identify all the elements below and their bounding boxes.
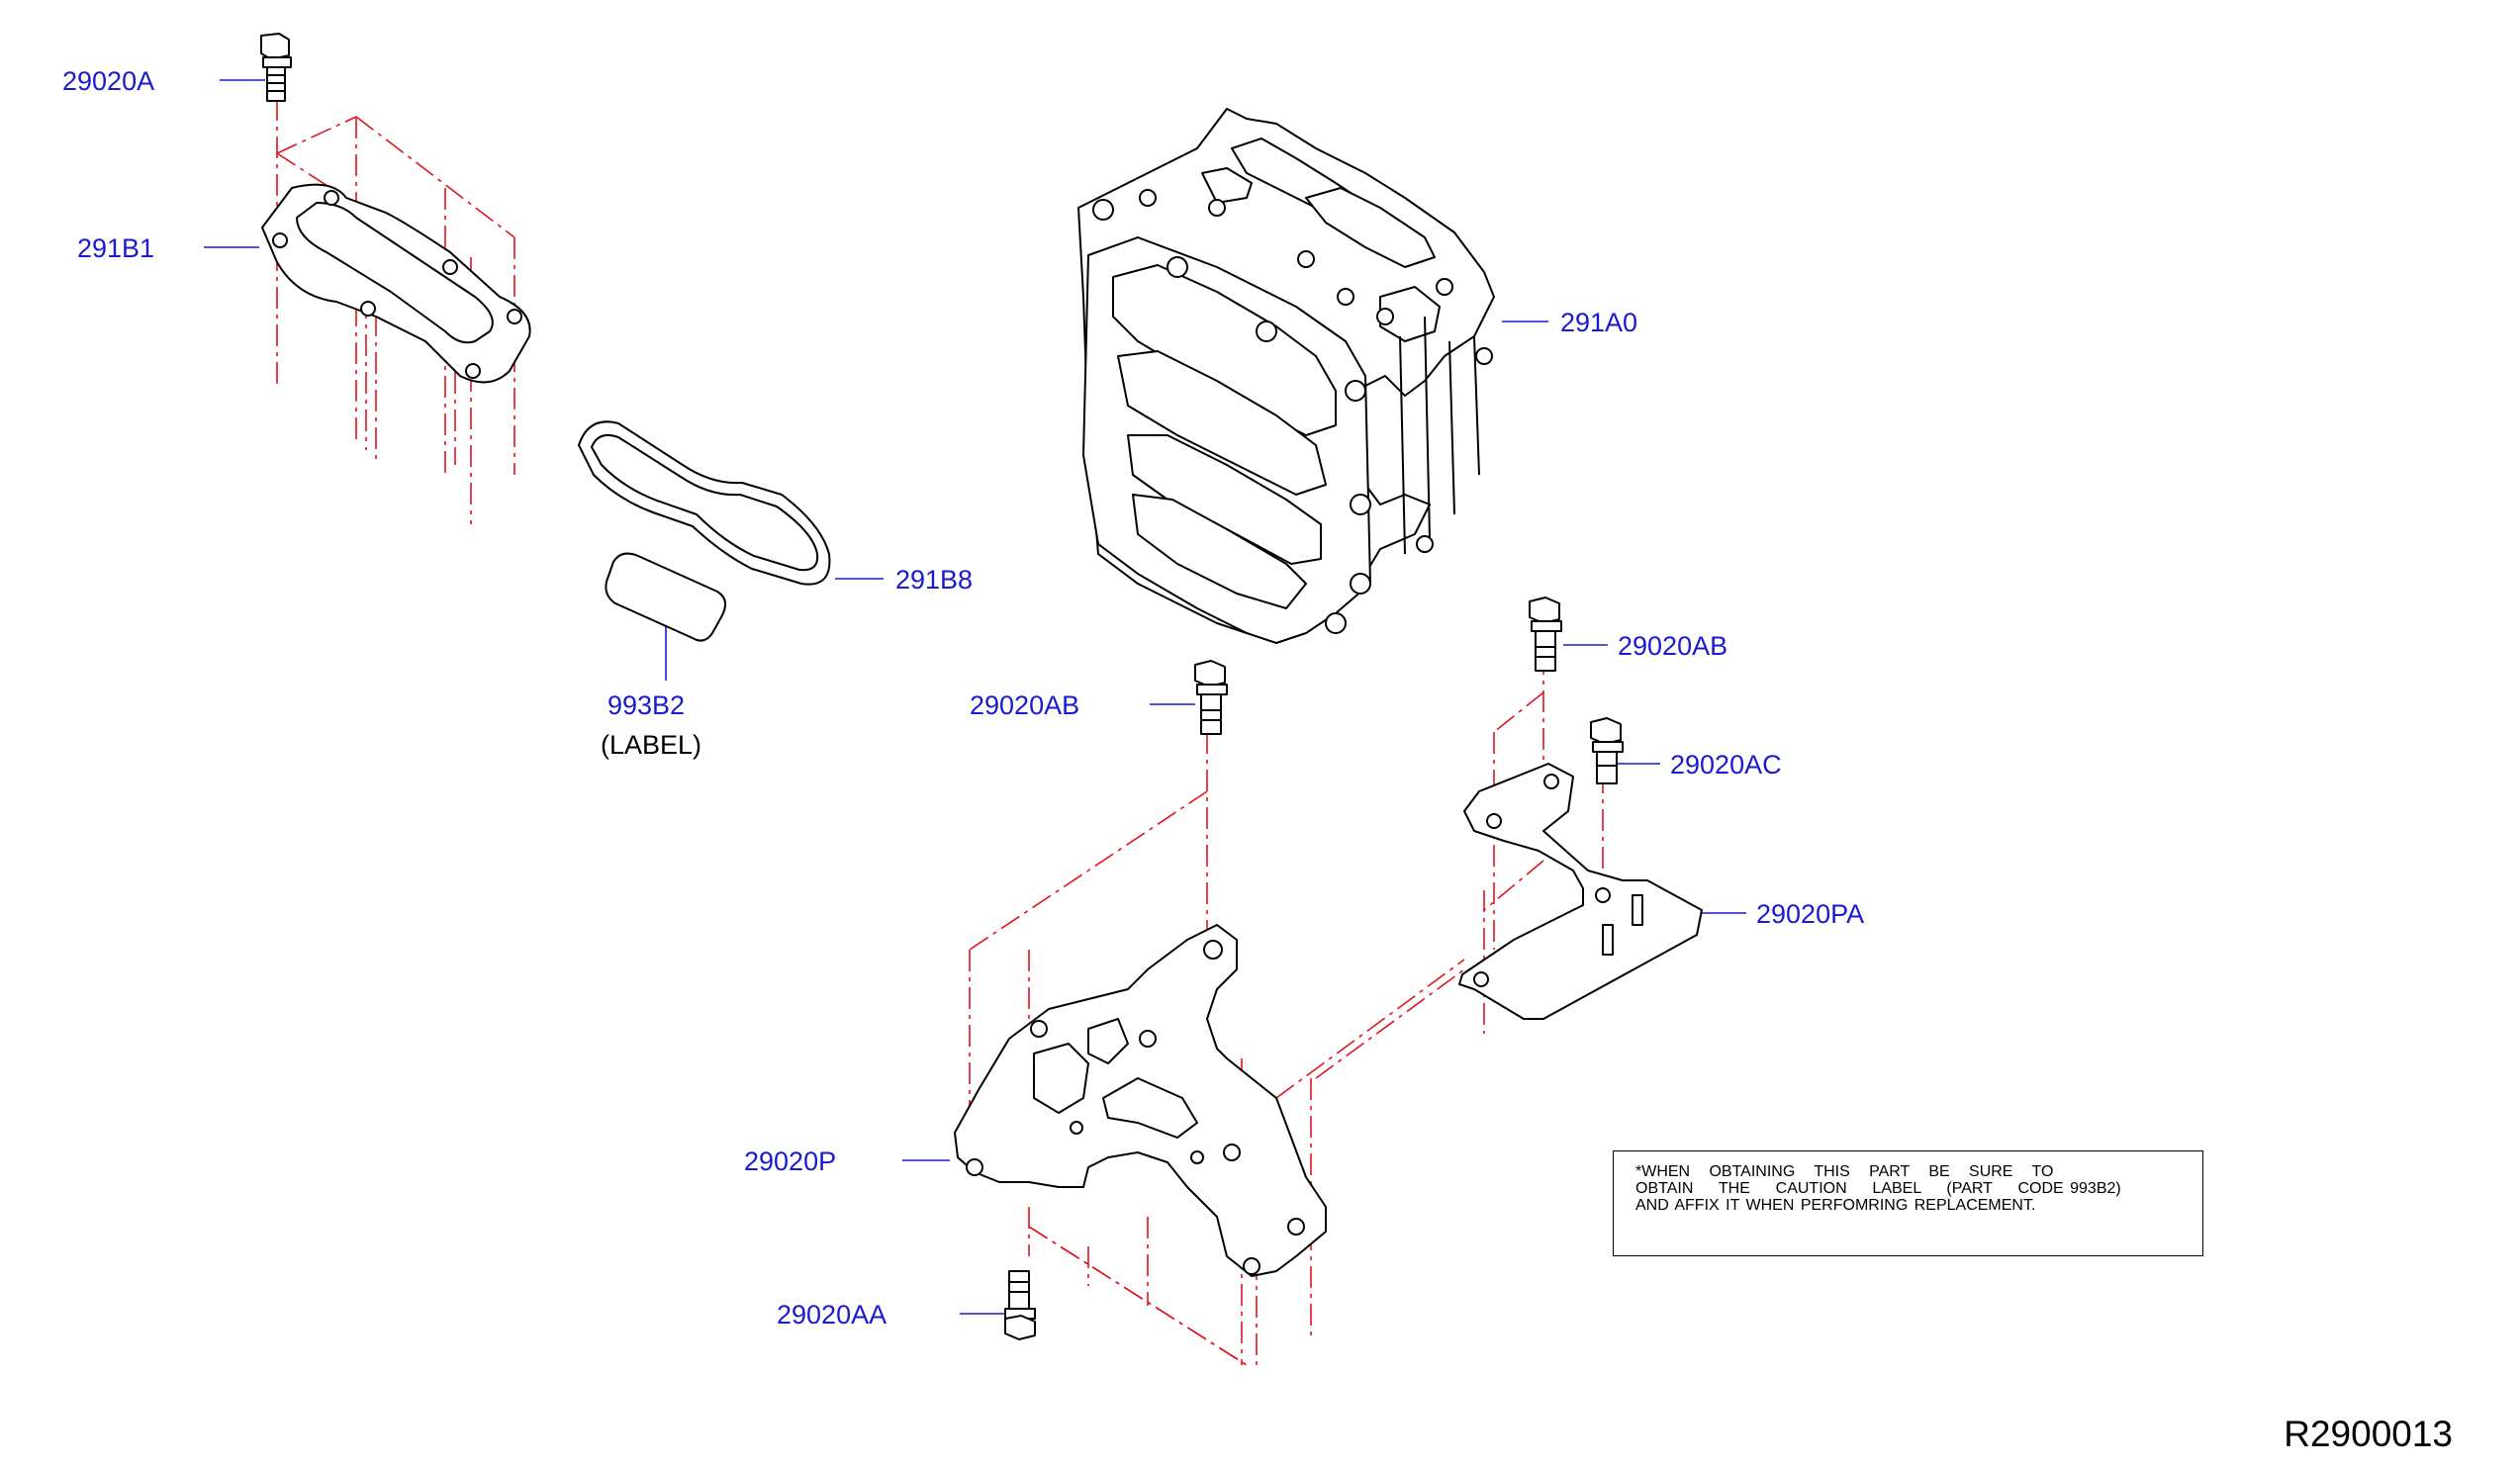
bolt-29020ac	[1590, 717, 1624, 784]
label-caution-label-993b2: 993B2	[607, 690, 686, 720]
parts	[260, 33, 1703, 1340]
bolt-29020ab-center	[1194, 660, 1228, 735]
reference-code: R2900013	[2284, 1414, 2453, 1454]
bolt-29020aa	[1004, 1270, 1036, 1340]
caution-note-line-3: AND AFFIX IT WHEN PERFOMRING REPLACEMENT…	[1635, 1197, 2036, 1214]
bracket-29020pa	[1458, 763, 1703, 1020]
bolt-29020ab-right	[1529, 596, 1562, 672]
seal-ring-291b8	[578, 420, 831, 586]
label-caution-label-sub: (LABEL)	[601, 730, 702, 760]
caution-note-line-2: OBTAIN THE CAUTION LABEL (PART CODE 993B…	[1635, 1180, 2121, 1197]
caution-note-line-1: *WHEN OBTAINING THIS PART BE SURE TO	[1635, 1163, 2054, 1180]
leader-lines	[204, 79, 1746, 1315]
caution-label-993b2	[605, 552, 727, 642]
bracket-29020p	[954, 924, 1327, 1277]
gasket-291b1	[261, 183, 531, 384]
main-unit-291a0	[1077, 108, 1495, 644]
label-bracket-29020p: 29020P	[744, 1147, 837, 1176]
label-main-unit-291a0: 291A0	[1560, 308, 1638, 337]
label-gasket-291b1: 291B1	[77, 233, 155, 263]
bolt-29020a	[260, 33, 292, 102]
label-bolt-29020ab-right: 29020AB	[1618, 631, 1728, 661]
label-bolt-29020aa: 29020AA	[777, 1300, 887, 1330]
label-bolt-29020a: 29020A	[62, 66, 155, 96]
label-seal-ring-291b8: 291B8	[895, 565, 974, 595]
label-bolt-29020ab-center: 29020AB	[970, 690, 1080, 720]
label-bracket-29020pa: 29020PA	[1756, 899, 1865, 929]
label-bolt-29020ac: 29020AC	[1670, 750, 1782, 780]
